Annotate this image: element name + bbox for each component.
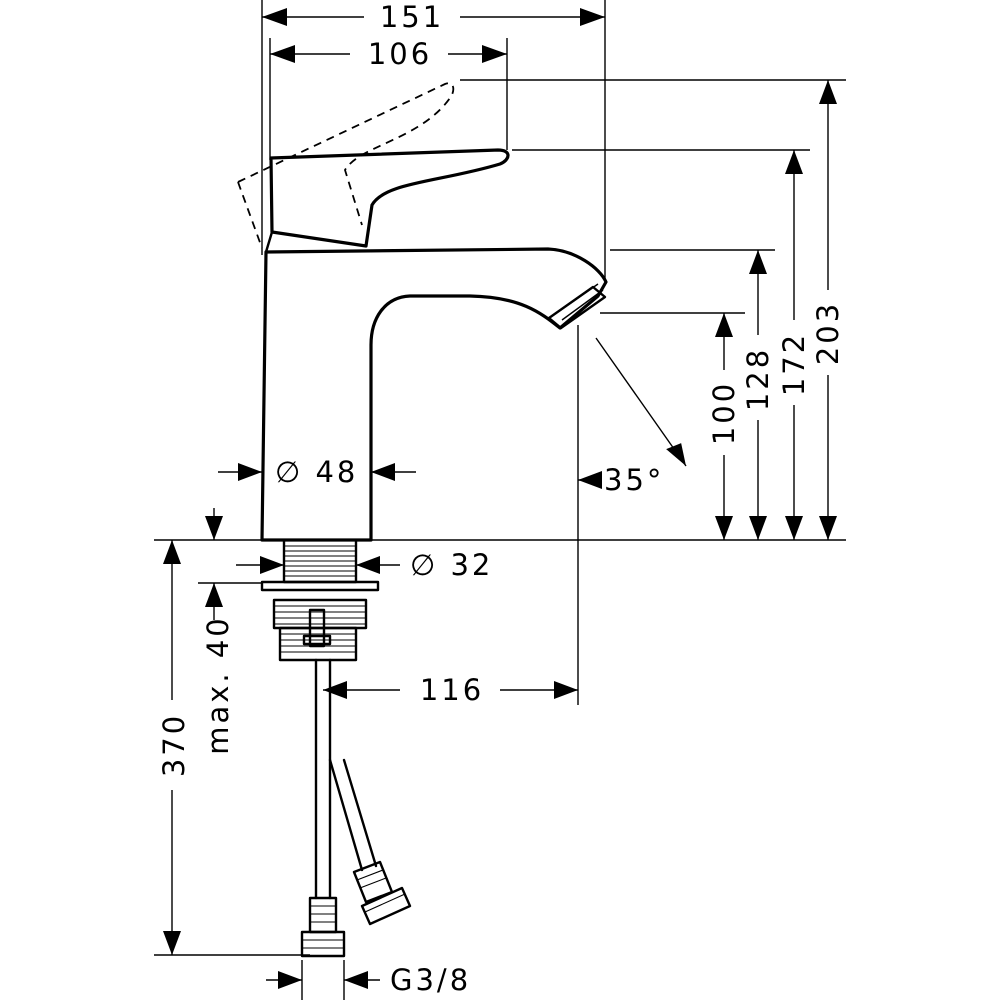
dimension-diameter-48: ∅ 48 <box>218 455 416 489</box>
dimension-172-label: 172 <box>777 332 811 396</box>
dimension-116: 116 <box>323 673 578 707</box>
dimension-100-label: 100 <box>707 381 741 445</box>
dimension-203: 203 <box>811 80 845 540</box>
dimension-g38: G3/8 <box>266 963 471 997</box>
supply-hoses <box>300 658 412 958</box>
dimension-106-label: 106 <box>368 37 432 71</box>
dimension-128-label: 128 <box>741 347 775 411</box>
dimension-370: 370 <box>157 540 191 955</box>
dimension-diameter-48-label: ∅ 48 <box>275 455 358 489</box>
threaded-shank <box>260 538 380 662</box>
dimension-370-label: 370 <box>157 713 191 777</box>
spout-aerator <box>547 283 607 330</box>
dimension-106: 106 <box>270 37 507 71</box>
dimension-100: 100 <box>707 313 741 540</box>
dimension-max-40-label: max. 40 <box>201 615 235 755</box>
dimension-128: 128 <box>741 250 775 540</box>
dimension-g38-label: G3/8 <box>390 963 471 997</box>
dimension-151-label: 151 <box>380 0 444 34</box>
dimension-angle-35: 35° <box>578 337 687 497</box>
lever-raised-position <box>237 82 455 249</box>
dimension-diameter-32-label: ∅ 32 <box>410 548 493 582</box>
dimension-151: 151 <box>262 0 605 34</box>
dimension-diameter-32: ∅ 32 <box>236 548 493 582</box>
dimension-angle-35-label: 35° <box>604 463 664 497</box>
lever-handle <box>264 148 510 254</box>
faucet-body <box>260 247 608 542</box>
dimension-203-label: 203 <box>811 301 845 365</box>
dimension-max-40: max. 40 <box>201 508 235 755</box>
dimension-172: 172 <box>777 150 811 540</box>
dimension-116-label: 116 <box>420 673 484 707</box>
